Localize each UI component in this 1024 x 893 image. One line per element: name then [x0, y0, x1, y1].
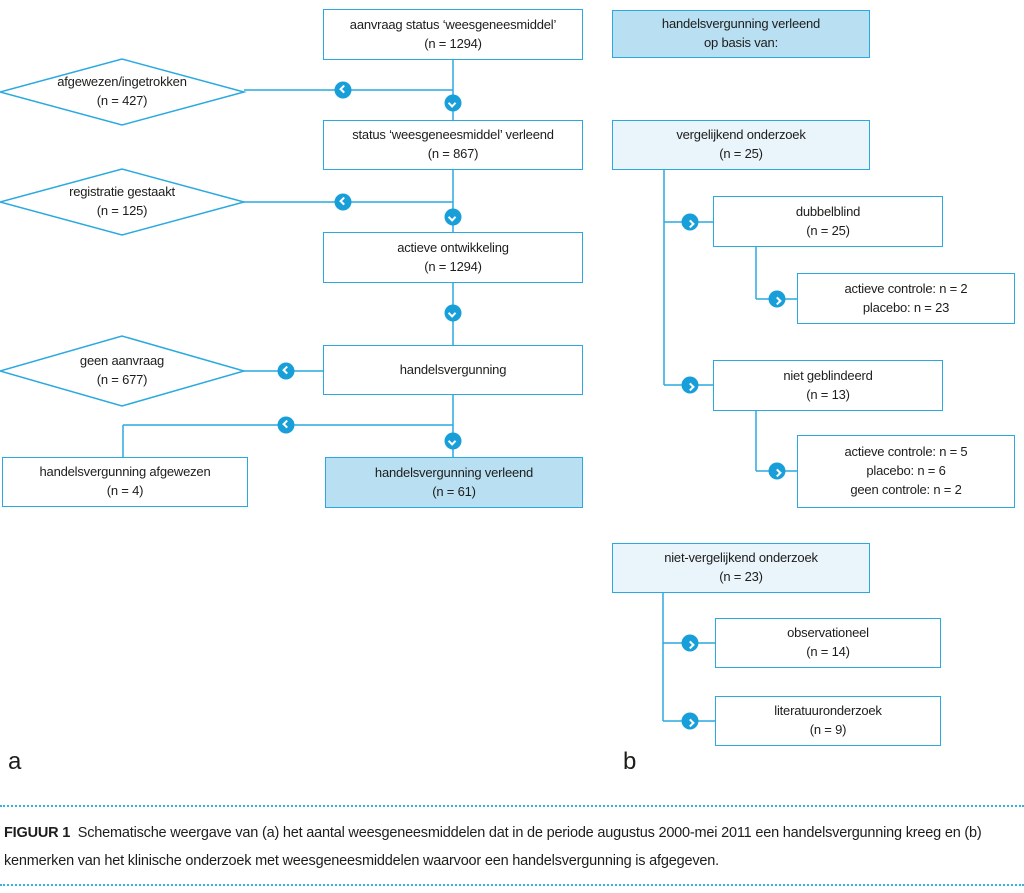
node-text: actieve controle: n = 2 — [844, 280, 968, 296]
node-geen-aanvraag: geen aanvraag (n = 677) — [0, 342, 244, 400]
diamond-afgewezen-ingetrokken — [0, 58, 247, 126]
node-niet-geblindeerd-detail: actieve controle: n = 5 placebo: n = 6 g… — [797, 435, 1015, 508]
node-text: registratie gestaakt — [69, 184, 175, 200]
node-text: aanvraag status ‘weesgeneesmiddel’ — [349, 16, 557, 32]
node-text: handelsvergunning verleend — [374, 464, 534, 480]
node-text: observationeel — [787, 625, 869, 641]
node-text: vergelijkend onderzoek — [676, 127, 806, 143]
chevron-right-icon — [681, 634, 699, 652]
node-handelsvergunning: handelsvergunning — [323, 345, 583, 395]
chevron-left-icon — [334, 193, 352, 211]
node-text: placebo: n = 6 — [866, 463, 946, 479]
node-text: handelsvergunning — [399, 361, 507, 377]
node-text: (n = 13) — [806, 386, 850, 402]
node-observationeel: observationeel (n = 14) — [715, 618, 941, 668]
node-text: actieve ontwikkeling — [397, 239, 509, 255]
chevron-left-icon — [277, 416, 295, 434]
chevron-down-icon — [444, 432, 462, 450]
node-afgewezen-ingetrokken: afgewezen/ingetrokken (n = 427) — [0, 63, 244, 121]
node-text: (n = 1294) — [424, 35, 482, 51]
panel-a-label: a — [8, 748, 22, 775]
node-text: (n = 9) — [809, 722, 847, 737]
caption-line-1: FIGUUR 1 Schematische weergave van (a) h… — [4, 820, 1020, 848]
node-dubbelblind-detail: actieve controle: n = 2 placebo: n = 23 — [797, 273, 1015, 324]
panel-b-label: b — [623, 748, 637, 775]
node-text: (n = 125) — [96, 203, 148, 218]
node-text: (n = 4) — [106, 483, 144, 498]
node-actieve-ontwikkeling: actieve ontwikkeling (n = 1294) — [323, 232, 583, 283]
chevron-right-icon — [768, 462, 786, 480]
node-text: actieve controle: n = 5 — [844, 444, 968, 460]
node-text: niet-vergelijkend onderzoek — [664, 550, 818, 566]
node-text: handelsvergunning afgewezen — [39, 464, 211, 480]
figure-caption: FIGUUR 1 Schematische weergave van (a) h… — [0, 805, 1024, 886]
diamond-geen-aanvraag — [0, 335, 247, 407]
node-text: op basis van: — [703, 35, 778, 50]
node-aanvraag-status: aanvraag status ‘weesgeneesmiddel’ (n = … — [323, 9, 583, 60]
chevron-left-icon — [334, 81, 352, 99]
node-text: placebo: n = 23 — [862, 299, 950, 315]
node-text: status ‘weesgeneesmiddel’ verleend — [352, 127, 554, 143]
node-literatuuronderzoek: literatuuronderzoek (n = 9) — [715, 696, 941, 746]
decision-diamonds — [0, 58, 247, 407]
node-text: (n = 677) — [96, 372, 148, 387]
node-text: (n = 25) — [719, 146, 763, 161]
node-text: dubbelblind — [795, 203, 861, 219]
node-registratie-gestaakt: registratie gestaakt (n = 125) — [0, 173, 244, 231]
node-verleend-op-basis-van: handelsvergunning verleend op basis van: — [612, 10, 870, 58]
node-text: (n = 25) — [806, 222, 850, 238]
node-text: (n = 14) — [806, 644, 850, 659]
caption-text: kenmerken van het klinische onderzoek me… — [4, 852, 719, 869]
node-handelsvergunning-afgewezen: handelsvergunning afgewezen (n = 4) — [2, 457, 248, 507]
node-text: (n = 427) — [96, 93, 148, 108]
chevron-down-icon — [444, 94, 462, 112]
node-text: (n = 867) — [427, 146, 479, 161]
node-text: geen aanvraag — [79, 353, 165, 369]
chevron-right-icon — [681, 213, 699, 231]
caption-figure-number: FIGUUR 1 — [4, 825, 71, 841]
node-dubbelblind: dubbelblind (n = 25) — [713, 196, 943, 247]
node-vergelijkend-onderzoek: vergelijkend onderzoek (n = 25) — [612, 120, 870, 170]
chevron-down-icon — [444, 304, 462, 322]
node-text: (n = 61) — [432, 483, 476, 499]
node-text: literatuuronderzoek — [774, 703, 882, 719]
chevron-left-icon — [277, 362, 295, 380]
chevron-down-icon — [444, 208, 462, 226]
caption-line-2: kenmerken van het klinische onderzoek me… — [4, 848, 1020, 876]
node-status-verleend: status ‘weesgeneesmiddel’ verleend (n = … — [323, 120, 583, 170]
chevron-right-icon — [681, 376, 699, 394]
node-text: (n = 23) — [719, 569, 763, 584]
node-niet-vergelijkend-onderzoek: niet-vergelijkend onderzoek (n = 23) — [612, 543, 870, 593]
node-text: niet geblindeerd — [783, 367, 873, 383]
node-handelsvergunning-verleend: handelsvergunning verleend (n = 61) — [325, 457, 583, 508]
node-niet-geblindeerd: niet geblindeerd (n = 13) — [713, 360, 943, 411]
diamond-registratie-gestaakt — [0, 168, 247, 236]
node-text: afgewezen/ingetrokken — [57, 74, 187, 90]
chevron-right-icon — [768, 290, 786, 308]
node-text: geen controle: n = 2 — [850, 481, 962, 497]
node-text: (n = 1294) — [424, 258, 482, 274]
chevron-right-icon — [681, 712, 699, 730]
caption-text: Schematische weergave van (a) het aantal… — [77, 825, 982, 841]
node-text: handelsvergunning verleend — [661, 16, 821, 32]
